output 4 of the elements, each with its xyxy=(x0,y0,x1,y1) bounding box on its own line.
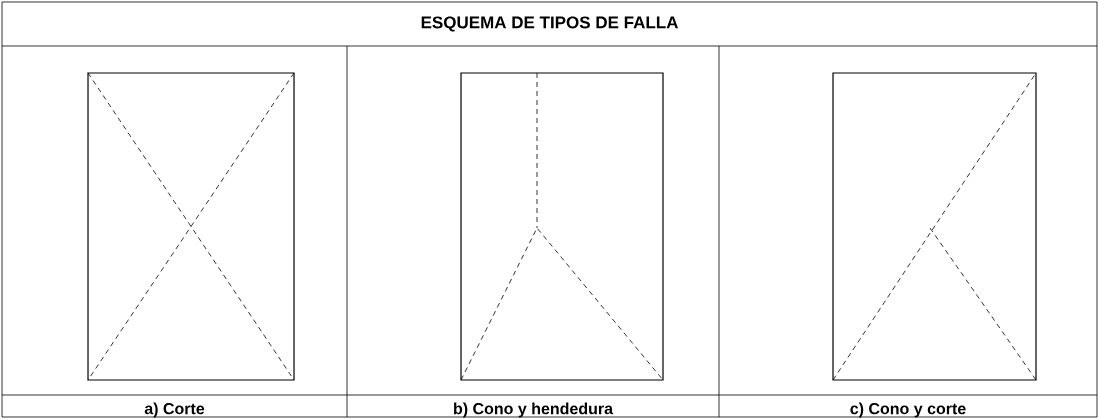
table-title: ESQUEMA DE TIPOS DE FALLA xyxy=(421,16,678,32)
caption: b) Cono y hendedura xyxy=(454,402,614,418)
caption: c) Cono y corte xyxy=(850,402,966,418)
caption: a) Corte xyxy=(144,402,205,418)
